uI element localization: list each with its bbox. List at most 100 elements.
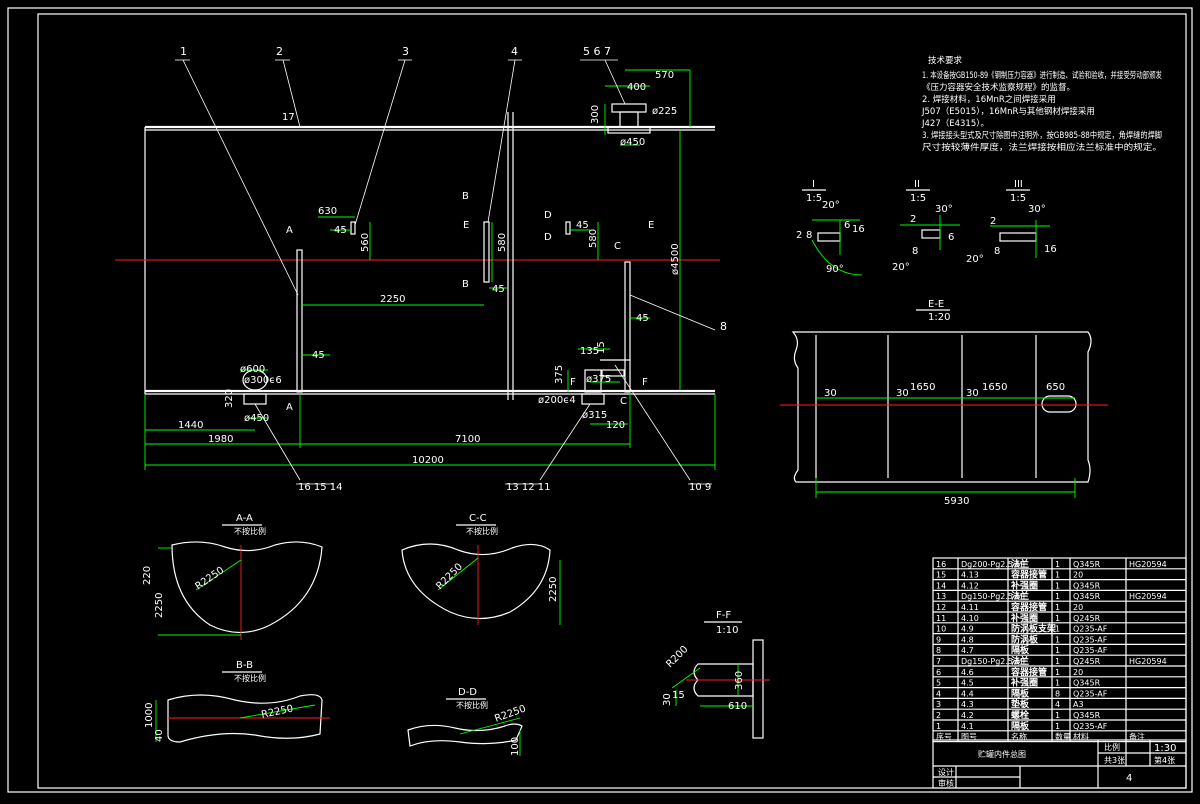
parts-table-cell: Dg150-Pg2.5-MF bbox=[961, 592, 1028, 601]
parts-table-cell: 20 bbox=[1073, 571, 1083, 580]
detail-ii-6: 6 bbox=[948, 232, 954, 243]
parts-table-cell: Q245R bbox=[1073, 657, 1101, 666]
parts-table-cell: 1 bbox=[1055, 614, 1060, 623]
bb-title: B-B bbox=[236, 660, 253, 671]
dim-630: 630 bbox=[318, 206, 337, 217]
tech-req-line-5: J427（E4315）。 bbox=[921, 118, 989, 129]
dim-45b: 45 bbox=[492, 284, 505, 295]
leader-label-8: 8 bbox=[720, 320, 727, 333]
ff-dim-360: 360 bbox=[734, 671, 745, 690]
detail-ii-title: II bbox=[914, 179, 920, 190]
tech-req-line-4: J507（E5015），16MnR与其他钢材焊接采用 bbox=[921, 106, 1095, 117]
main-view: 1 2 3 4 5 6 7 8 16 15 14 13 12 11 10 9 5… bbox=[115, 45, 727, 493]
baffle-4 bbox=[483, 221, 490, 283]
parts-table-cell: 防涡板支架 bbox=[1011, 623, 1056, 635]
inner-frame bbox=[37, 13, 1187, 789]
dim-1980: 1980 bbox=[208, 434, 233, 445]
tech-req-line-7: 尺寸按较薄件厚度，法兰焊接按相应法兰标准中的规定。 bbox=[922, 142, 1162, 153]
dim-600: ø600 bbox=[240, 364, 265, 375]
parts-table-cell: 法兰 bbox=[1011, 655, 1029, 667]
parts-table-cell: 1 bbox=[1055, 571, 1060, 580]
detail-iii-16: 16 bbox=[1044, 244, 1057, 255]
ee-dim-30a: 30 bbox=[824, 388, 837, 399]
parts-table-cell: 4.6 bbox=[961, 668, 974, 677]
parts-table-cell: 1 bbox=[1055, 679, 1060, 688]
parts-table-cell: Q345R bbox=[1073, 560, 1101, 569]
dim-375b: ø375 bbox=[586, 374, 611, 385]
parts-table-cell: 16 bbox=[936, 560, 946, 569]
dim-580b: 580 bbox=[588, 229, 599, 248]
detail-ii-scale: 1:5 bbox=[910, 193, 926, 204]
parts-table-cell: 4.12 bbox=[961, 581, 979, 590]
dim-45a: 45 bbox=[334, 225, 347, 236]
detail-ii: II 1:5 30° 2 8 6 20° bbox=[892, 179, 960, 273]
section-mark-d-bottom: D bbox=[544, 232, 552, 243]
parts-table-cell: 法兰 bbox=[1011, 590, 1029, 602]
parts-table-cell: 7 bbox=[936, 657, 941, 666]
dd-subtitle: 不按比例 bbox=[456, 700, 488, 710]
dim-450b: ø450 bbox=[244, 413, 269, 424]
detail-ii-8: 8 bbox=[912, 246, 918, 257]
leader-lines bbox=[175, 59, 716, 485]
parts-table-cell: 1 bbox=[1055, 657, 1060, 666]
detail-ii-2: 2 bbox=[910, 214, 916, 225]
parts-table-cell: 4.9 bbox=[961, 625, 974, 634]
section-mark-c-bottom: C bbox=[620, 396, 627, 407]
top-nozzle-pipe bbox=[619, 111, 639, 128]
dim-375: 375 bbox=[554, 365, 565, 384]
bottom-mid-nozzle bbox=[584, 369, 602, 393]
detail-i-6: 6 bbox=[844, 220, 850, 231]
section-mark-b-bottom: B bbox=[462, 279, 469, 290]
parts-table-cell: 隔板 bbox=[1011, 687, 1030, 699]
parts-table-cell: 1 bbox=[1055, 722, 1060, 731]
aa-subtitle: 不按比例 bbox=[234, 526, 266, 536]
dim-1440: 1440 bbox=[178, 420, 203, 431]
technical-requirements: 技术要求 1. 本设备按GB150-89《钢制压力容器》进行制造、试验和验收，并… bbox=[921, 55, 1162, 153]
parts-table-cell: 9 bbox=[936, 635, 941, 644]
bottom-mid-nozzle-pipe bbox=[581, 393, 605, 405]
check-label: 审核 bbox=[938, 778, 954, 788]
dim-400: 400 bbox=[627, 82, 646, 93]
parts-table-cell: 2 bbox=[936, 711, 941, 720]
ee-scale: 1:20 bbox=[928, 312, 950, 323]
section-mark-a-bottom: A bbox=[286, 402, 293, 413]
parts-table-cell: 8 bbox=[936, 646, 941, 655]
parts-table-header-cell: 材料 bbox=[1073, 732, 1089, 742]
parts-table-header-cell: 图号 bbox=[961, 733, 977, 742]
dim-315: ø315 bbox=[582, 410, 607, 421]
parts-table-cell: 5 bbox=[936, 679, 941, 688]
detail-iii-20: 20° bbox=[966, 254, 984, 265]
ff-dim-610: 610 bbox=[728, 701, 747, 712]
parts-table-header-cell: 数量 bbox=[1055, 732, 1071, 742]
dim-450: ø450 bbox=[620, 137, 645, 148]
parts-table-cell: 10 bbox=[936, 625, 946, 634]
dd-view: D-D 不按比例 R2250 100 bbox=[407, 687, 527, 756]
detail-ii-angle: 30° bbox=[935, 204, 953, 215]
parts-table-cell: Q345R bbox=[1073, 581, 1101, 590]
parts-table-cell: Dg200-Pg2.5-MF bbox=[961, 560, 1028, 569]
dim-7100: 7100 bbox=[455, 434, 480, 445]
parts-table-cell: 15 bbox=[936, 571, 946, 580]
ee-dim-30c: 30 bbox=[966, 388, 979, 399]
parts-table-cell: 容器接管 bbox=[1010, 569, 1047, 581]
leader-label-109: 10 9 bbox=[689, 482, 711, 493]
leader-label-131211: 13 12 11 bbox=[506, 482, 551, 493]
detail-ii-20: 20° bbox=[892, 262, 910, 273]
top-nozzle-flange bbox=[611, 103, 647, 113]
parts-table-cell: 螺栓 bbox=[1011, 709, 1029, 721]
tech-req-line-2: 《压力容器安全技术监察规程》的监督。 bbox=[922, 82, 1075, 93]
leader-label-1: 1 bbox=[180, 45, 187, 58]
parts-table-cell: 1 bbox=[1055, 592, 1060, 601]
dim-120: 120 bbox=[606, 420, 625, 431]
parts-table-cell: HG20594 bbox=[1129, 560, 1167, 569]
tech-req-line-1: 1. 本设备按GB150-89《钢制压力容器》进行制造、试验和验收，并接受劳动部… bbox=[922, 70, 1162, 81]
tech-req-line-6: 3. 焊接接头型式及尺寸除图中注明外，按GB985-88中规定，角焊缝的焊脚 bbox=[922, 130, 1162, 141]
detail-iii: III 1:5 30° 2 8 16 20° bbox=[966, 179, 1057, 265]
bb-dim-40: 40 bbox=[154, 729, 165, 742]
cc-view: C-C 不按比例 R2250 2250 bbox=[401, 513, 561, 625]
tech-req-line-3: 2. 焊接材料，16MnR之间焊接采用 bbox=[922, 94, 1056, 105]
parts-table-cell: 20 bbox=[1073, 603, 1083, 612]
parts-table-cell: 4.8 bbox=[961, 635, 974, 644]
cc-subtitle: 不按比例 bbox=[466, 526, 498, 536]
